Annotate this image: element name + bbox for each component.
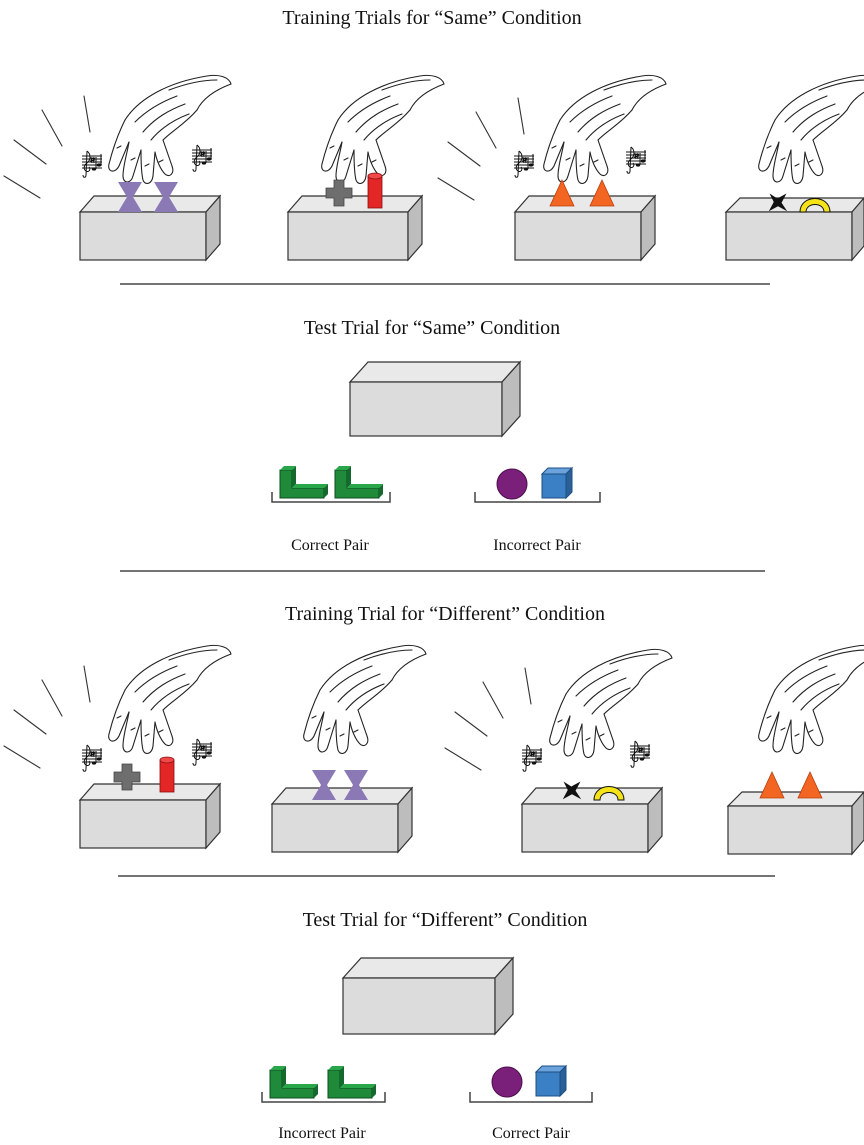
- purple-hourglass-object: [312, 770, 336, 800]
- training-different-panel-1: [3, 644, 232, 850]
- hand-icon: [549, 648, 673, 759]
- heading-test-same: Test Trial for “Same” Condition: [304, 317, 560, 339]
- music-notes-icon: [191, 738, 213, 766]
- sound-lines-icon: [437, 97, 525, 201]
- training-same-panel-4: [724, 74, 864, 262]
- green-l-block-object: [327, 1065, 377, 1099]
- training-same-panel-1: [3, 74, 232, 262]
- test-different-right-pair: Correct Pair: [469, 1064, 593, 1142]
- training-different-panel-2: [270, 644, 427, 854]
- hand-icon: [758, 644, 864, 755]
- red-cylinder-object: [159, 756, 175, 793]
- sound-lines-icon: [3, 665, 91, 769]
- tray: [474, 492, 601, 503]
- box-icon: [348, 360, 522, 438]
- sound-lines-icon: [444, 667, 532, 771]
- hand-icon: [303, 644, 427, 755]
- hand-icon: [543, 74, 667, 185]
- box-icon: [341, 956, 515, 1036]
- green-l-block-object: [269, 1065, 319, 1099]
- green-l-block-object: [279, 465, 329, 499]
- purple-hourglass-object: [344, 770, 368, 800]
- box-icon: [520, 786, 664, 854]
- music-notes-icon: [625, 146, 647, 174]
- music-notes-icon: [81, 744, 103, 772]
- music-notes-icon: [513, 150, 535, 178]
- pair-label: Incorrect Pair: [278, 1125, 366, 1142]
- hand-icon: [108, 644, 232, 755]
- music-notes-icon: [629, 740, 651, 768]
- pair-label: Correct Pair: [291, 537, 369, 554]
- tray: [271, 492, 391, 503]
- training-different-panel-3: [444, 648, 673, 854]
- box-icon: [726, 791, 864, 856]
- box-icon: [78, 782, 222, 850]
- box-icon: [513, 194, 657, 262]
- test-same-right-pair: Incorrect Pair: [474, 466, 601, 554]
- music-notes-icon: [191, 144, 213, 172]
- tray: [469, 1092, 593, 1103]
- heading-training-different: Training Trial for “Different” Condition: [285, 603, 605, 625]
- hand-icon: [758, 74, 864, 185]
- test-same-left-pair: Correct Pair: [271, 465, 391, 554]
- training-same-panel-3: [437, 74, 667, 262]
- hand-icon: [321, 74, 445, 185]
- box-icon: [270, 786, 414, 854]
- orange-triangle-object: [759, 771, 785, 799]
- training-different-panel-4: [726, 644, 864, 856]
- music-notes-icon: [81, 150, 103, 178]
- green-l-block-object: [334, 465, 384, 499]
- box-icon: [724, 197, 864, 262]
- heading-test-different: Test Trial for “Different” Condition: [303, 909, 588, 931]
- purple-sphere-object: [491, 1066, 523, 1098]
- music-notes-icon: [521, 744, 543, 772]
- orange-triangle-object: [589, 179, 615, 207]
- test-different-left-pair: Incorrect Pair: [261, 1065, 386, 1142]
- hand-icon: [108, 74, 232, 185]
- training-same-panel-2: [286, 74, 445, 262]
- sound-lines-icon: [3, 95, 91, 199]
- orange-triangle-object: [797, 771, 823, 799]
- box-icon: [78, 194, 222, 262]
- orange-triangle-object: [549, 179, 575, 207]
- purple-sphere-object: [496, 468, 528, 500]
- pair-label: Correct Pair: [492, 1125, 570, 1142]
- blue-cube-object: [534, 1064, 568, 1098]
- heading-training-same: Training Trials for “Same” Condition: [282, 7, 581, 29]
- pair-label: Incorrect Pair: [493, 537, 581, 554]
- box-icon: [286, 194, 424, 262]
- red-cylinder-object: [367, 172, 383, 209]
- blue-cube-object: [540, 466, 574, 500]
- tray: [261, 1092, 386, 1103]
